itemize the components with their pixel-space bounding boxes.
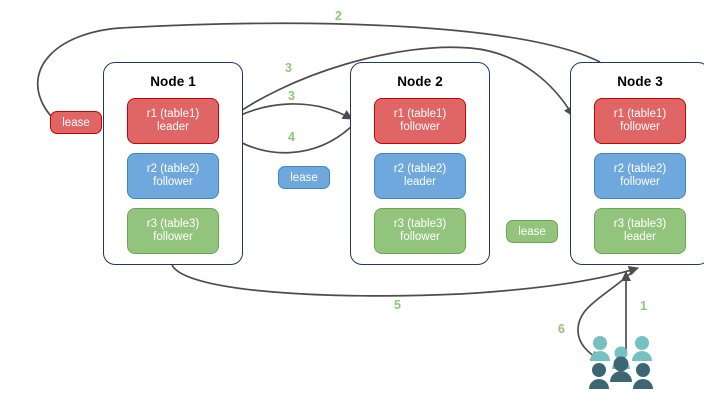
replica-r1[interactable]: r1 (table1) leader	[127, 98, 219, 144]
step-label-1: 1	[640, 299, 647, 313]
replica-name: r2 (table2)	[393, 162, 447, 175]
step-label-4: 4	[288, 130, 295, 144]
replica-r2[interactable]: r2 (table2) follower	[127, 153, 219, 199]
step-label-2: 2	[335, 9, 342, 23]
lease-label: lease	[518, 225, 546, 238]
lease-label: lease	[290, 171, 318, 184]
replica-r2[interactable]: r2 (table2) follower	[594, 153, 686, 199]
node-title: Node 3	[617, 74, 663, 89]
replica-name: r3 (table3)	[146, 217, 200, 230]
replica-name: r3 (table3)	[393, 217, 447, 230]
node-title: Node 2	[397, 74, 443, 89]
node-card-1[interactable]: Node 1 r1 (table1) leader r2 (table2) fo…	[103, 62, 243, 265]
node-card-3[interactable]: Node 3 r1 (table1) follower r2 (table2) …	[570, 62, 704, 265]
replica-role: leader	[624, 231, 656, 243]
lease-badge-r3[interactable]: lease	[506, 220, 558, 243]
users-front-row	[589, 356, 653, 389]
replica-name: r2 (table2)	[613, 162, 667, 175]
replica-r3[interactable]: r3 (table3) follower	[127, 208, 219, 254]
replica-role: follower	[400, 121, 440, 133]
replica-role: follower	[153, 176, 193, 188]
users-group-icon[interactable]	[588, 334, 654, 392]
lease-badge-r1[interactable]: lease	[50, 111, 102, 134]
replica-role: leader	[157, 121, 189, 133]
replica-r1[interactable]: r1 (table1) follower	[594, 98, 686, 144]
step-label-3-lower: 3	[288, 89, 295, 103]
replica-r3[interactable]: r3 (table3) leader	[594, 208, 686, 254]
node-card-2[interactable]: Node 2 r1 (table1) follower r2 (table2) …	[350, 62, 490, 265]
node-title: Node 1	[150, 74, 196, 89]
replica-name: r1 (table1)	[146, 107, 200, 120]
replica-r2[interactable]: r2 (table2) leader	[374, 153, 466, 199]
lease-label: lease	[62, 116, 90, 129]
replica-name: r2 (table2)	[146, 162, 200, 175]
step-label-3-upper: 3	[285, 61, 292, 75]
edge-step-5	[171, 264, 639, 297]
replica-name: r1 (table1)	[613, 107, 667, 120]
replica-role: follower	[620, 176, 660, 188]
replica-role: follower	[153, 231, 193, 243]
lease-badge-r2[interactable]: lease	[278, 166, 330, 189]
replica-role: follower	[400, 231, 440, 243]
replica-name: r1 (table1)	[393, 107, 447, 120]
replica-r1[interactable]: r1 (table1) follower	[374, 98, 466, 144]
replica-role: leader	[404, 176, 436, 188]
replica-name: r3 (table3)	[613, 217, 667, 230]
step-label-6: 6	[558, 322, 565, 336]
replica-r3[interactable]: r3 (table3) follower	[374, 208, 466, 254]
replica-role: follower	[620, 121, 660, 133]
step-label-5: 5	[394, 298, 401, 312]
